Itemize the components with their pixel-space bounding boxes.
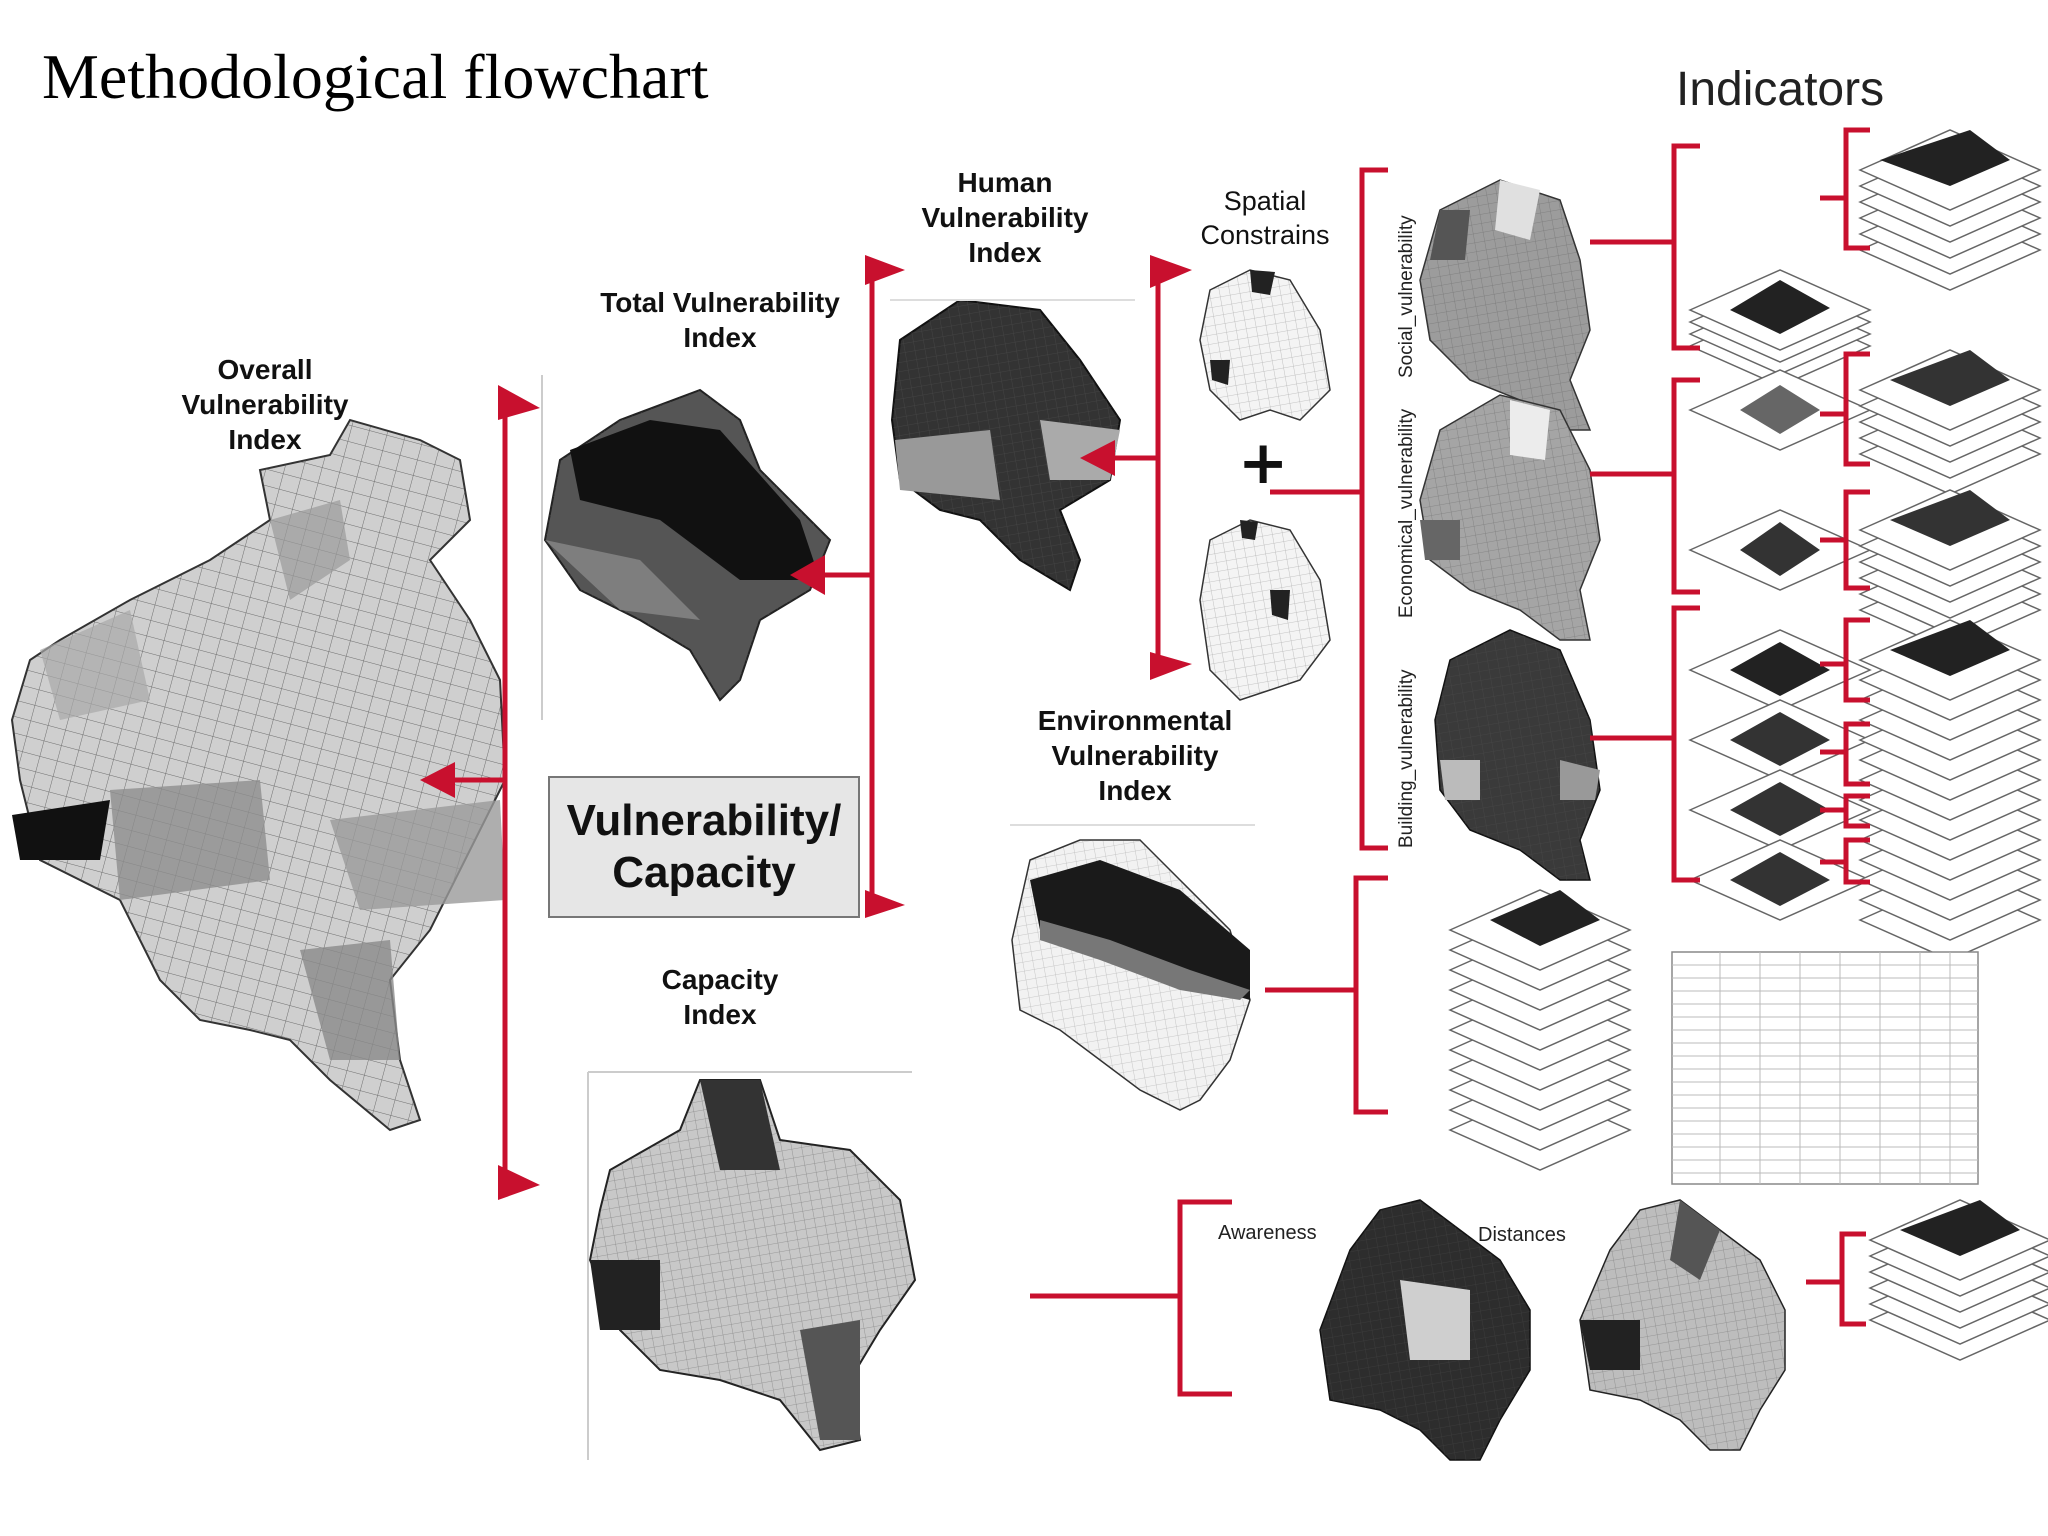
awareness-map xyxy=(1319,1199,1531,1461)
economical-vulnerability-map xyxy=(1419,394,1601,641)
awareness-label: Awareness xyxy=(1218,1222,1317,1244)
vulnerability-capacity-box: Vulnerability/Capacity xyxy=(548,776,860,918)
distances-map xyxy=(1579,1199,1786,1451)
building-vulnerability-label: Building_vulnerability xyxy=(1396,669,1417,849)
indicator-stack-building xyxy=(1688,629,1872,921)
overall-vulnerability-map xyxy=(10,418,507,1132)
indicator-stack-social-b xyxy=(1858,129,2042,291)
social-vulnerability-label: Social_vulnerability xyxy=(1396,215,1417,378)
indicator-stack-social-a xyxy=(1688,269,1872,387)
social-vulnerability-map xyxy=(1419,179,1592,431)
indicator-stack-econ-b xyxy=(1858,349,2042,495)
indicator-stack-environmental xyxy=(1448,889,1632,1171)
data-table-thumbnail xyxy=(1671,951,1979,1185)
spatial-constraints-maps xyxy=(1199,269,1331,701)
building-vulnerability-map xyxy=(1434,629,1601,881)
human-vulnerability-map xyxy=(890,298,1135,592)
economical-vulnerability-label: Economical_vulnerability xyxy=(1396,408,1417,618)
capacity-index-map xyxy=(587,1071,917,1460)
total-vulnerability-map xyxy=(541,375,832,720)
indicator-stack-capacity xyxy=(1868,1199,2048,1361)
connectors xyxy=(440,127,1870,1397)
indicators-heading: Indicators xyxy=(1676,63,1885,116)
indicator-stack-econ-c xyxy=(1688,509,1872,591)
indicator-stack-econ-a xyxy=(1688,369,1872,451)
indicator-stack-econ-d xyxy=(1858,489,2042,651)
distances-label: Distances xyxy=(1478,1224,1566,1246)
indicator-stack-building-b xyxy=(1858,619,2042,961)
arrowheads xyxy=(420,255,1192,1200)
plus-sign: + xyxy=(1238,428,1289,498)
page-title: Methodological flowchart xyxy=(42,41,709,112)
environmental-vulnerability-map xyxy=(1010,824,1255,1111)
